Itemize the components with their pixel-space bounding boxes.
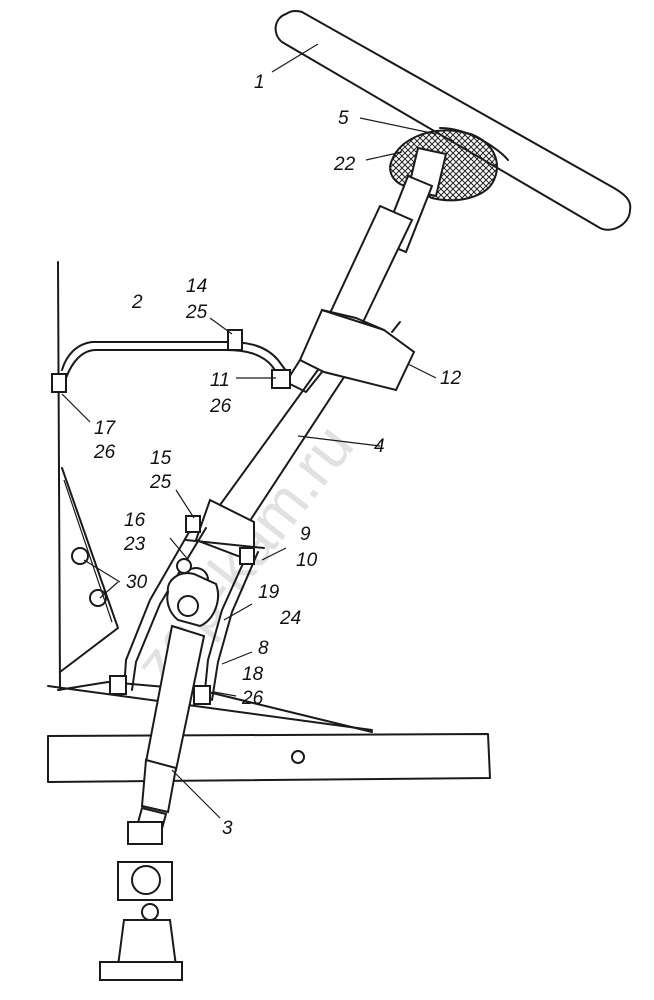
label-12: 12 bbox=[440, 368, 462, 389]
label-25a: 25 bbox=[185, 302, 208, 323]
support-rod bbox=[51, 329, 291, 393]
label-17: 17 bbox=[94, 418, 117, 439]
label-1: 1 bbox=[254, 72, 265, 93]
label-30: 30 bbox=[126, 572, 148, 593]
label-11: 11 bbox=[210, 370, 230, 391]
column-bracket bbox=[285, 308, 416, 393]
label-9: 9 bbox=[300, 524, 311, 545]
label-18: 18 bbox=[242, 664, 264, 685]
label-3: 3 bbox=[222, 818, 233, 839]
label-26b: 26 bbox=[93, 442, 116, 463]
label-4: 4 bbox=[374, 436, 385, 457]
label-24: 24 bbox=[279, 608, 301, 629]
cab-wall bbox=[57, 261, 119, 691]
label-22: 22 bbox=[333, 154, 356, 175]
label-2: 2 bbox=[131, 292, 143, 313]
label-15: 15 bbox=[150, 448, 172, 469]
cab-floor bbox=[47, 681, 373, 733]
label-23: 23 bbox=[123, 534, 146, 555]
label-5: 5 bbox=[338, 108, 349, 129]
label-10: 10 bbox=[296, 550, 318, 571]
label-26a: 26 bbox=[209, 396, 232, 417]
universal-joint-lower bbox=[99, 821, 183, 981]
label-25b: 25 bbox=[149, 472, 172, 493]
universal-joint-upper bbox=[166, 558, 219, 628]
label-19: 19 bbox=[258, 582, 280, 603]
leader-lines bbox=[61, 43, 437, 819]
label-14: 14 bbox=[186, 276, 207, 297]
callout-labels: 1 5 22 2 14 25 11 26 12 4 17 26 15 25 16… bbox=[93, 72, 462, 839]
label-26c: 26 bbox=[241, 688, 264, 709]
label-8: 8 bbox=[258, 638, 269, 659]
frame-beam bbox=[47, 733, 491, 783]
label-16: 16 bbox=[124, 510, 146, 531]
